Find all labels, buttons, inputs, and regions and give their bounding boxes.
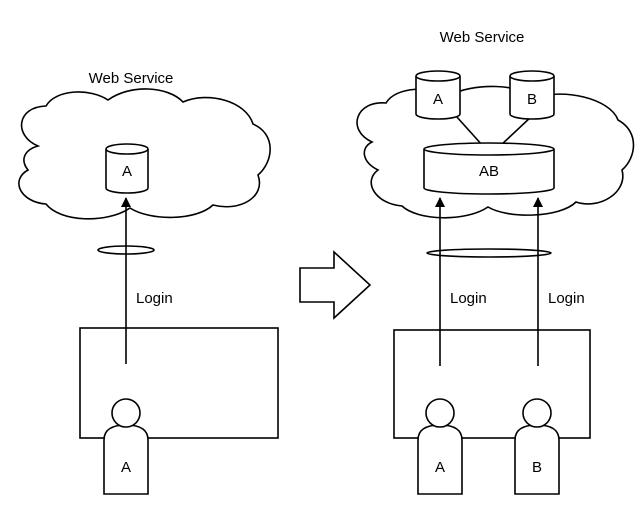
right-cloud-label: Web Service (440, 29, 525, 46)
right-login-b-label: Login (548, 290, 585, 307)
left-db-label: A (122, 163, 132, 180)
transition-arrow (300, 252, 370, 318)
right-connection-ring (427, 249, 551, 257)
left-user-label: A (121, 459, 131, 476)
right-db-cylinder-a: A (416, 71, 460, 119)
left-panel: Web Service A Login A (19, 70, 278, 494)
left-user-box (80, 328, 278, 438)
right-db-cylinder-ab: AB (424, 143, 554, 194)
right-user-a-label: A (435, 459, 445, 476)
right-db-a-label: A (433, 91, 443, 108)
left-cloud-label: Web Service (89, 70, 174, 87)
right-login-a-label: Login (450, 290, 487, 307)
right-db-cylinder-b: B (510, 71, 554, 119)
left-login-label: Login (136, 290, 173, 307)
right-user-box (394, 330, 590, 438)
left-db-cylinder-a: A (106, 144, 148, 193)
right-panel: Web Service A B AB Login Login A (357, 29, 633, 494)
right-db-ab-label: AB (479, 163, 499, 180)
right-user-b-label: B (532, 459, 542, 476)
right-db-b-label: B (527, 91, 537, 108)
